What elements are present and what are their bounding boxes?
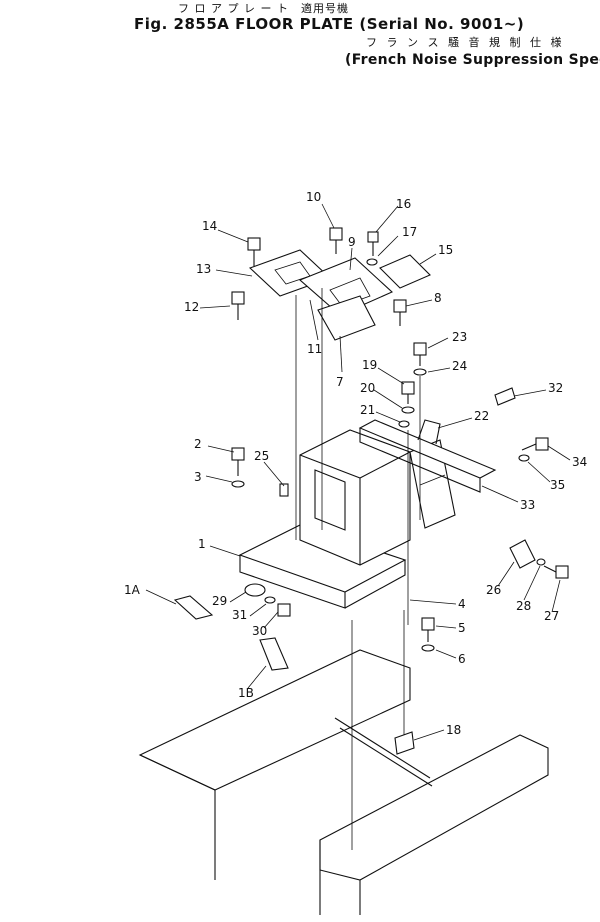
callout-label: 27 — [544, 609, 559, 623]
cross-member — [334, 717, 433, 787]
bracket-7 — [317, 295, 376, 341]
callout-label: 30 — [252, 624, 267, 638]
callout-label: 12 — [184, 300, 199, 314]
callout-label: 14 — [202, 219, 217, 233]
callout-label: 11 — [307, 342, 322, 356]
callout-label: 35 — [550, 478, 565, 492]
cover-29 — [244, 583, 266, 597]
callout-label: 20 — [360, 381, 375, 395]
bolt-group — [231, 227, 569, 652]
plate-1B — [259, 637, 289, 671]
japanese-spec: フ ラ ン ス 騒 音 規 制 仕 様 — [366, 36, 565, 49]
callout-label: 3 — [194, 470, 202, 484]
callout-label: 8 — [434, 291, 442, 305]
callout-label: 16 — [396, 197, 411, 211]
callout-label: 21 — [360, 403, 375, 417]
callout-label: 19 — [362, 358, 377, 372]
left-track-frame — [138, 649, 411, 880]
spec-subtitle: (French Noise Suppression Spec.) — [345, 52, 600, 68]
assembly-guide-lines — [295, 288, 421, 850]
leader-lines — [145, 203, 571, 741]
callout-label: 1 — [198, 537, 206, 551]
plate-1A — [173, 595, 214, 620]
bracket-32 — [494, 387, 516, 406]
callout-label: 4 — [458, 597, 466, 611]
callout-labels: 10 16 14 9 17 15 13 12 8 11 23 7 19 24 2… — [124, 190, 587, 737]
callout-label: 7 — [336, 375, 344, 389]
cover-15 — [379, 254, 431, 289]
right-track-frame — [319, 734, 549, 915]
callout-label: 1A — [124, 583, 141, 597]
callout-label: 24 — [452, 359, 467, 373]
figure-title: Fig. 2855A FLOOR PLATE (Serial No. 9001~… — [134, 15, 525, 33]
callout-label: 10 — [306, 190, 321, 204]
callout-label: 32 — [548, 381, 563, 395]
plate-26 — [509, 539, 536, 569]
handle-22 — [417, 419, 441, 445]
callout-label: 15 — [438, 243, 453, 257]
callout-label: 25 — [254, 449, 269, 463]
callout-label: 31 — [232, 608, 247, 622]
callout-label: 1B — [238, 686, 254, 700]
callout-label: 34 — [572, 455, 587, 469]
callout-label: 13 — [196, 262, 211, 276]
floor-frame — [238, 429, 456, 609]
callout-label: 9 — [348, 235, 356, 249]
callout-label: 29 — [212, 594, 227, 608]
callout-label: 17 — [402, 225, 417, 239]
callout-label: 26 — [486, 583, 501, 597]
callout-label: 22 — [474, 409, 489, 423]
japanese-title: フ ロ ア プ レ ー ト 適用号機 — [178, 2, 349, 15]
callout-label: 28 — [516, 599, 531, 613]
callout-label: 2 — [194, 437, 202, 451]
callout-label: 33 — [520, 498, 535, 512]
callout-label: 5 — [458, 621, 466, 635]
callout-label: 18 — [446, 723, 461, 737]
callout-label: 6 — [458, 652, 466, 666]
cover-plate-9 — [298, 257, 393, 316]
bracket-18 — [394, 731, 415, 755]
callout-label: 23 — [452, 330, 467, 344]
